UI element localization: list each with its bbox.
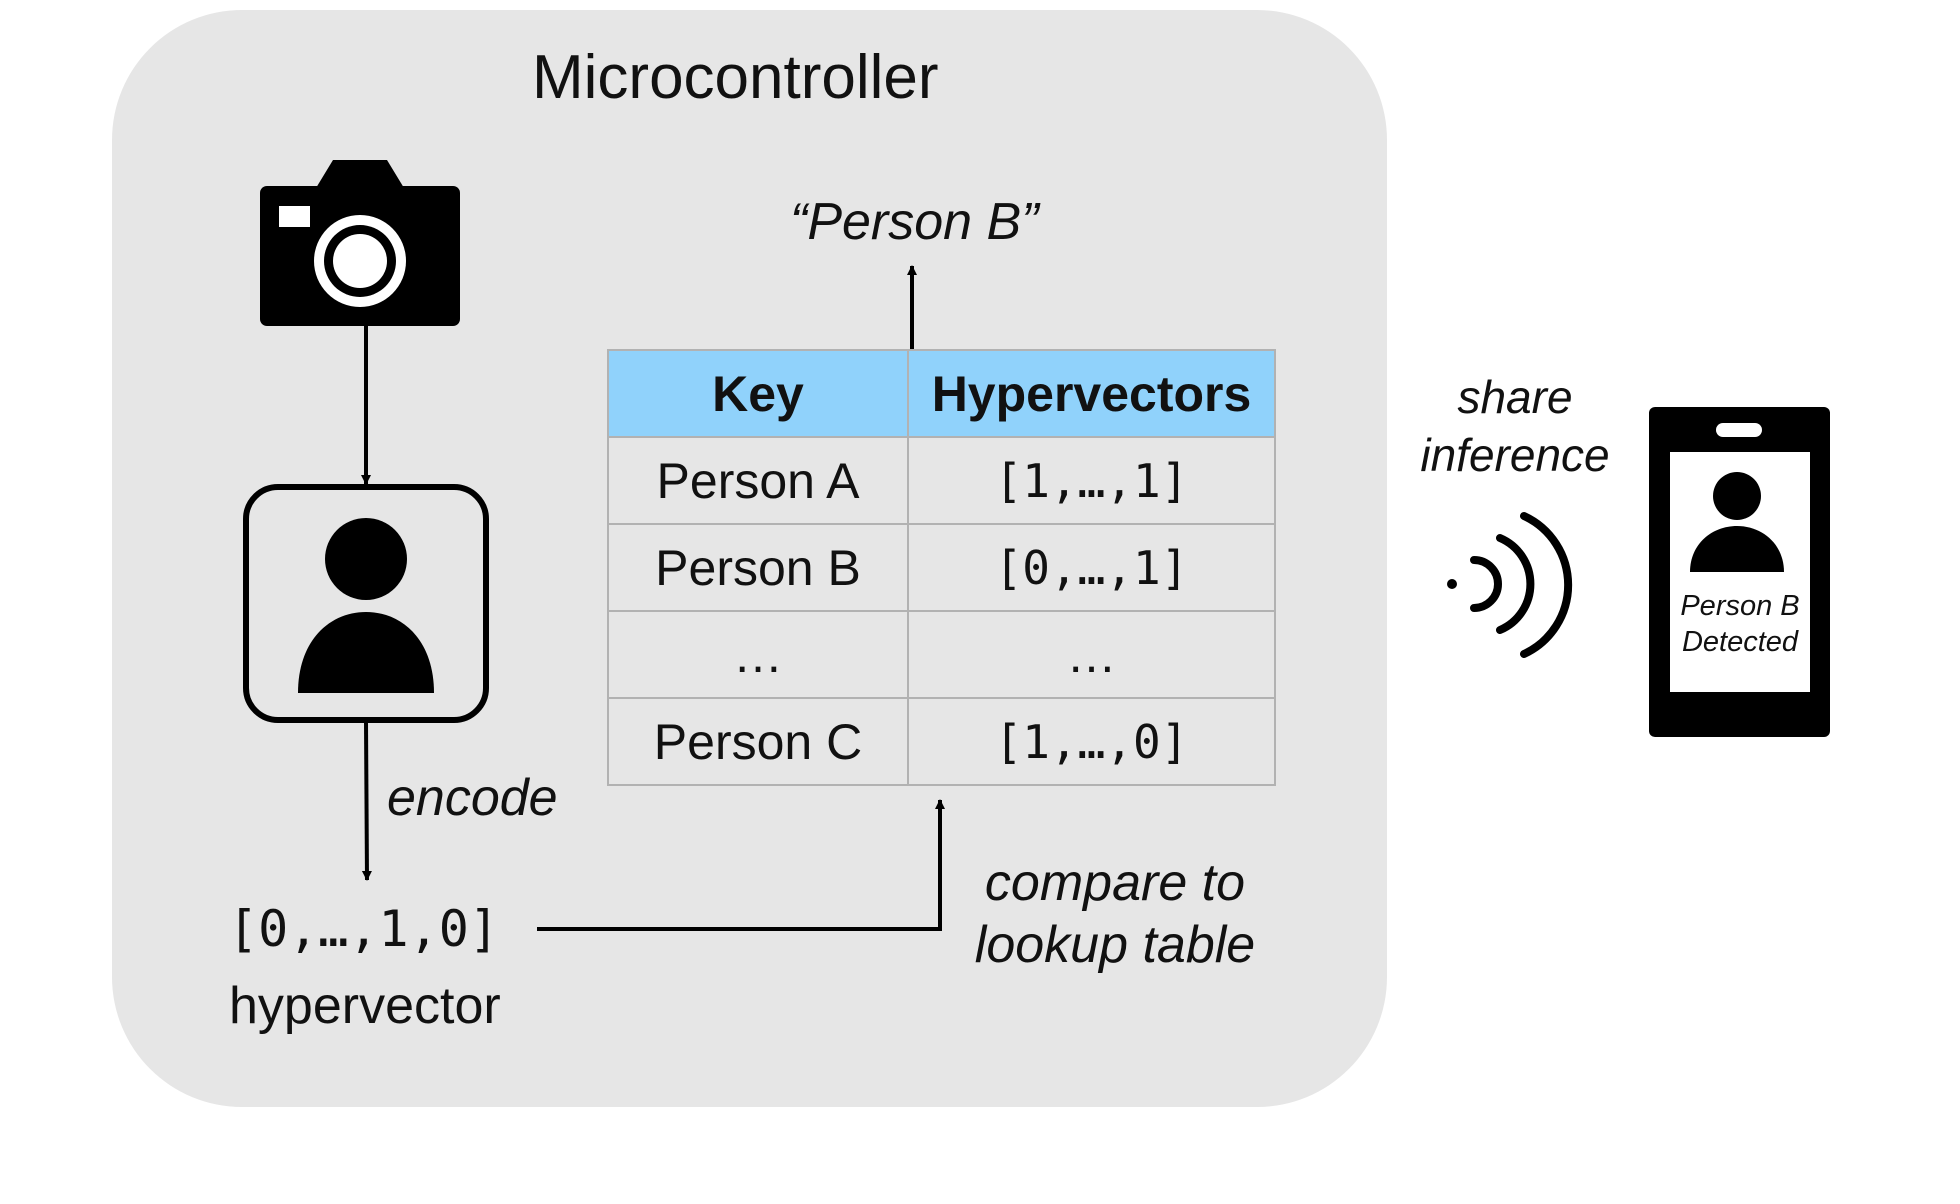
hypervector-value: [0,…,1,0]: [228, 900, 499, 958]
phone-screen-line: Detected: [1681, 626, 1799, 658]
phone-screen-text: Person B Detected: [1670, 588, 1810, 660]
key-cell: …: [607, 610, 909, 699]
compare-label-line: compare to: [984, 854, 1246, 912]
hypervector-cell: …: [907, 610, 1276, 699]
phone-badge-icon: [1649, 407, 1830, 737]
column-header-key: Key: [607, 349, 909, 438]
inference-result-label: “Person B”: [790, 193, 1039, 251]
table-row: Person A [1,…,1]: [607, 436, 1276, 525]
lookup-table: Key Hypervectors Person A [1,…,1] Person…: [607, 349, 1276, 786]
person-portrait-icon: [243, 484, 489, 723]
hypervector-caption: hypervector: [229, 977, 501, 1035]
share-inference-label: share inference: [1405, 368, 1625, 484]
table-row: … …: [607, 610, 1276, 699]
table-row: Person C [1,…,0]: [607, 697, 1276, 786]
compare-label-line: lookup table: [974, 916, 1256, 974]
key-cell: Person B: [607, 523, 909, 612]
wireless-signal-icon: [1447, 512, 1573, 658]
panel-title: Microcontroller: [532, 43, 939, 112]
encode-label: encode: [387, 769, 558, 827]
person-icon: [1690, 472, 1784, 572]
hypervector-cell: [1,…,0]: [907, 697, 1276, 786]
share-label-line: share: [1457, 371, 1573, 423]
hypervector-cell: [0,…,1]: [907, 523, 1276, 612]
key-cell: Person C: [607, 697, 909, 786]
hypervector-cell: [1,…,1]: [907, 436, 1276, 525]
compare-label: compare to lookup table: [965, 852, 1265, 976]
phone-screen-line: Person B: [1680, 590, 1800, 622]
key-cell: Person A: [607, 436, 909, 525]
share-label-line: inference: [1420, 429, 1610, 481]
compare-arrow: [537, 799, 945, 931]
camera-icon: [260, 160, 460, 326]
encode-arrow: [361, 721, 372, 881]
table-row: Person B [0,…,1]: [607, 523, 1276, 612]
column-header-hypervectors: Hypervectors: [907, 349, 1276, 438]
table-header-row: Key Hypervectors: [607, 349, 1276, 438]
